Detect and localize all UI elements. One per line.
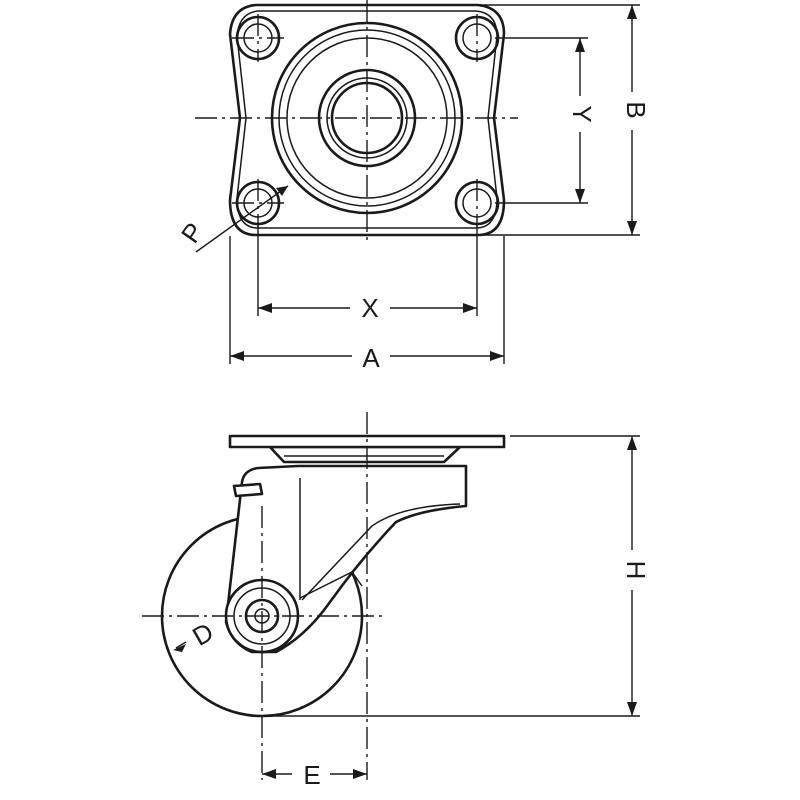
dimension-b: B xyxy=(478,4,651,236)
label-a: A xyxy=(362,343,380,373)
label-h: H xyxy=(621,561,651,580)
dimension-d: D xyxy=(173,616,219,652)
dimension-h: H xyxy=(262,435,651,717)
dimension-e: E xyxy=(262,760,367,790)
side-view xyxy=(142,412,506,780)
fork-arm-face xyxy=(301,503,461,601)
brake-lever xyxy=(232,482,264,498)
label-b: B xyxy=(621,101,651,118)
label-e: E xyxy=(303,760,320,790)
dimension-a: A xyxy=(229,236,505,373)
label-x: X xyxy=(361,293,378,323)
fork-arm-lower xyxy=(299,571,363,599)
label-d: D xyxy=(187,616,218,651)
label-y: Y xyxy=(567,105,597,122)
dimension-x: X xyxy=(257,224,478,323)
label-p: P xyxy=(175,217,210,248)
swivel-head xyxy=(268,445,462,464)
dimension-y: Y xyxy=(495,37,597,204)
top-view xyxy=(195,0,518,240)
